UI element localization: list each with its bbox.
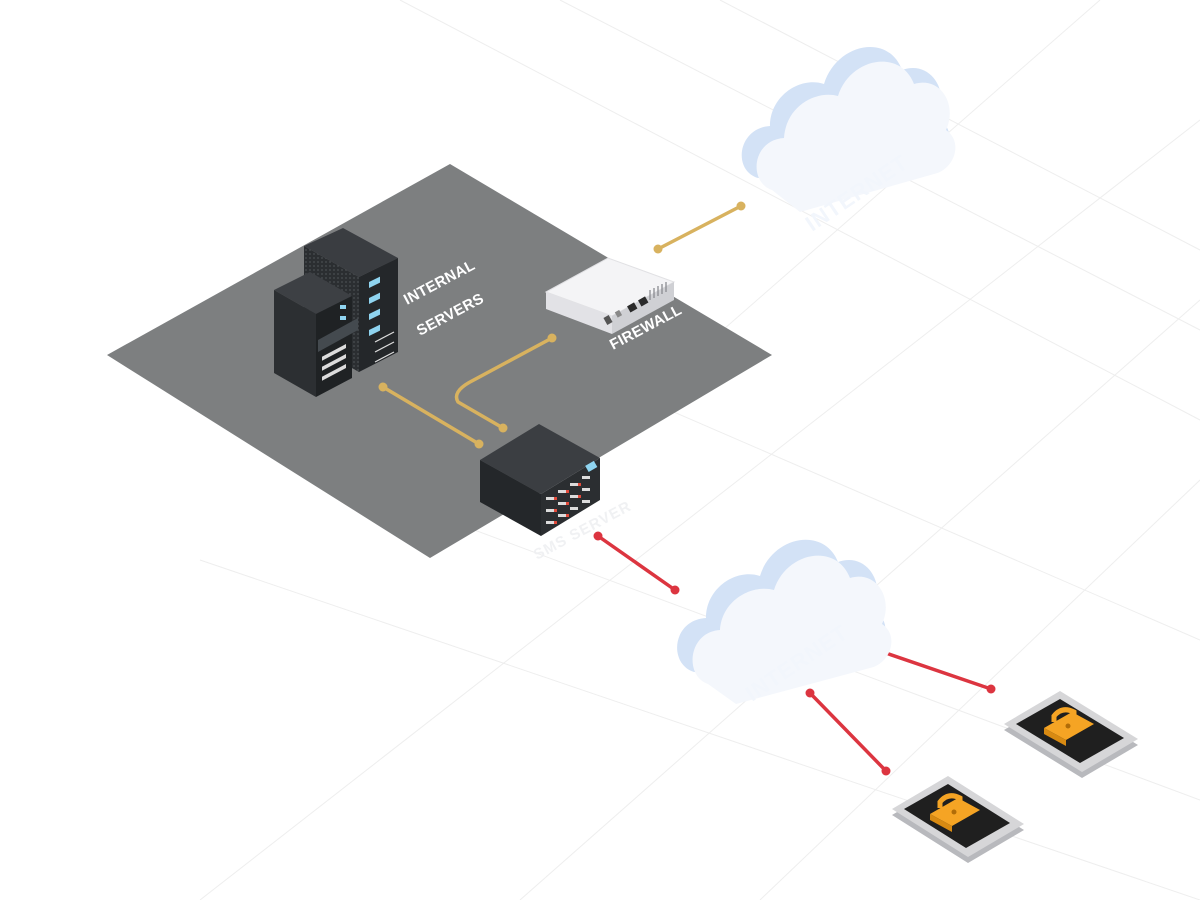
firewall-appliance-icon — [544, 257, 676, 334]
internet-phone1-link — [875, 648, 993, 691]
sms-server-icon — [480, 424, 600, 536]
sms-internet-link — [596, 534, 677, 592]
cloud-icon — [677, 539, 892, 704]
firewall-internet-link — [656, 204, 743, 251]
padlock-icon — [930, 793, 980, 832]
smartphone-icon — [892, 776, 1024, 863]
internal-network-zone — [107, 164, 772, 558]
servers-sms-link — [381, 385, 481, 446]
padlock-icon — [1044, 707, 1094, 746]
cloud-icon — [741, 46, 956, 213]
internet-phone2-link — [808, 691, 888, 773]
firewall-sms-link — [454, 336, 554, 430]
smartphone-icon — [1004, 691, 1138, 778]
connection-lines — [378, 201, 996, 776]
server-rack-icon — [274, 228, 398, 397]
